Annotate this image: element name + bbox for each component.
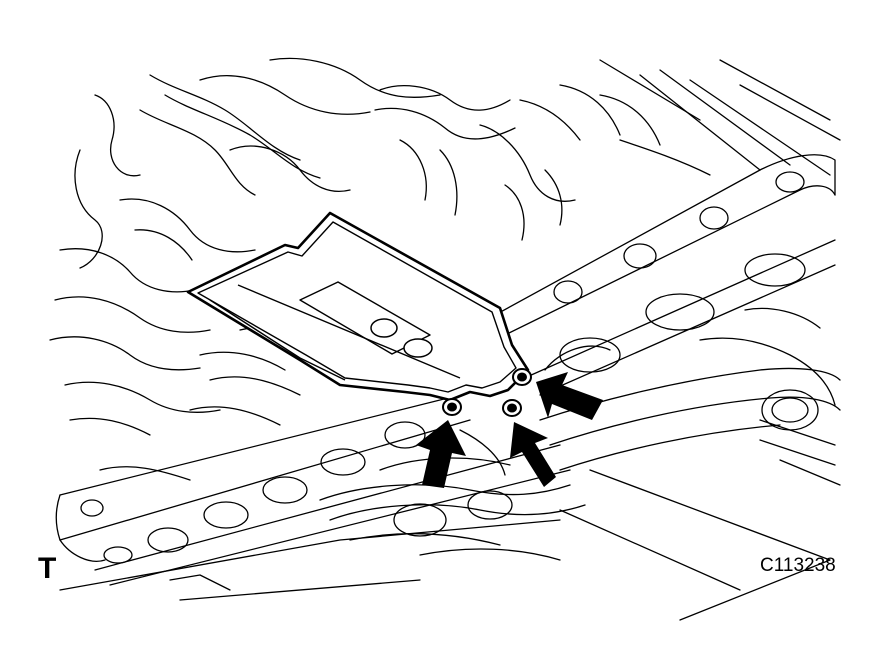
arrow-pointer-icon <box>536 372 603 420</box>
engine-undercover-plate <box>186 211 530 402</box>
arrow-pointer-icon <box>510 422 556 487</box>
figure-code: C113238 <box>760 555 836 576</box>
bolt-icon <box>502 399 522 417</box>
bolt-icon <box>512 368 532 386</box>
corner-mark: T <box>38 552 57 585</box>
bolt-icon <box>442 398 462 416</box>
plate-holes <box>370 318 433 358</box>
background-linework <box>49 57 841 621</box>
arrow-pointer-icon <box>416 420 466 488</box>
plate-inner-detail <box>197 221 517 393</box>
